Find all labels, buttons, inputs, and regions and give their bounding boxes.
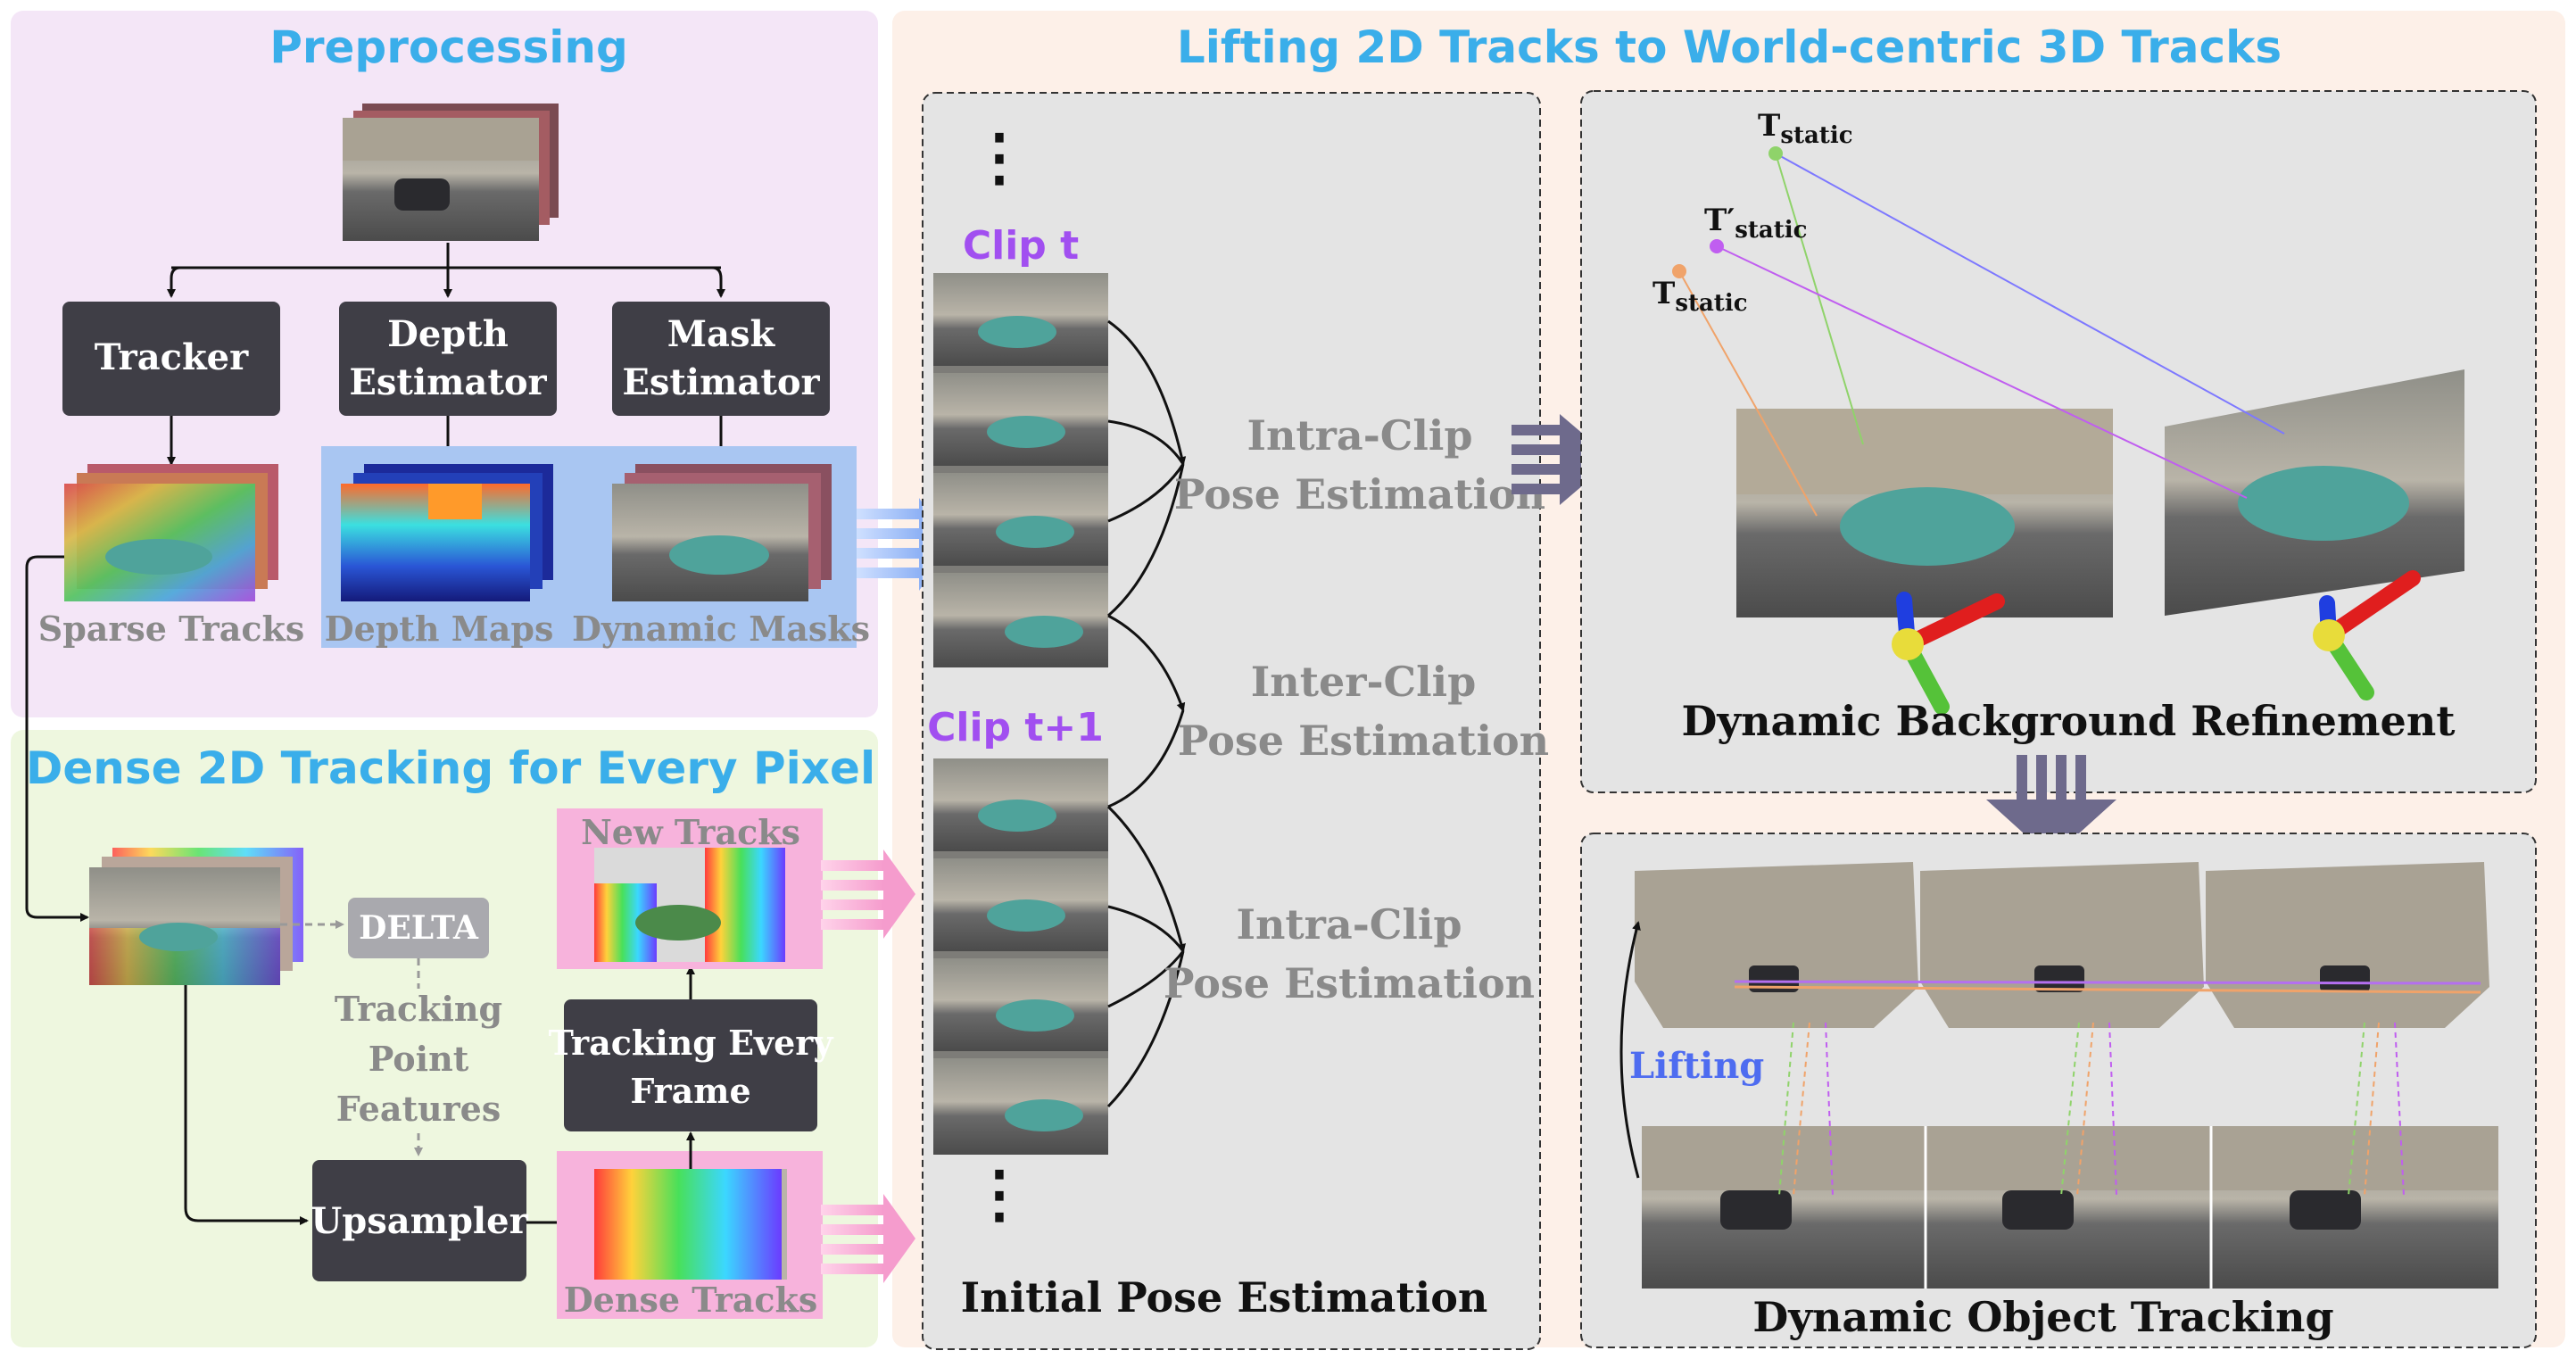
- sparse-tracks-caption: Sparse Tracks: [38, 609, 304, 649]
- t-static-init-point: [1672, 264, 1686, 278]
- features-label-3: Features: [336, 1089, 501, 1129]
- tracking-frames: [1642, 1126, 2498, 1289]
- dense-tracks-image: [557, 1151, 823, 1319]
- inter-clip-label-1: Inter-Clip: [1251, 658, 1477, 706]
- new-tracks-arrow: [821, 849, 915, 939]
- tracking-caption: Dynamic Object Tracking: [1752, 1293, 2333, 1341]
- lifting-arrow: [1619, 921, 1641, 1179]
- bottom-ellipsis: ⋮: [968, 1156, 1031, 1231]
- refinement-caption: Dynamic Background Refinement: [1681, 697, 2456, 745]
- projection-lines: [1678, 153, 2285, 517]
- new-tracks-caption: New Tracks: [581, 812, 800, 852]
- depth-estimator-label-2: Estimator: [349, 361, 547, 403]
- t-prime-label: T′static: [1704, 203, 1807, 244]
- refinement-to-tracking-arrow: [1986, 755, 2116, 858]
- depth-estimator-box: Depth Estimator: [339, 302, 557, 416]
- lifting-title: Lifting 2D Tracks to World-centric 3D Tr…: [1177, 21, 2282, 73]
- t-static-point: [1768, 146, 1783, 161]
- intra-clip-2-label-2: Pose Estimation: [1164, 959, 1535, 1007]
- intra-clip-1-label-1: Intra-Clip: [1247, 411, 1472, 460]
- lifting-label: Lifting: [1629, 1045, 1764, 1087]
- input-frames: [343, 104, 559, 241]
- tracking-every-frame-label-1: Tracking Every: [549, 1023, 834, 1063]
- point-clouds: [1635, 862, 2489, 1028]
- tracking-every-frame-box: Tracking Every Frame: [549, 999, 834, 1131]
- t-prime-point: [1710, 239, 1724, 253]
- tracker-box: Tracker: [62, 302, 280, 416]
- features-label-2: Point: [369, 1039, 469, 1079]
- dense-tracks-caption: Dense Tracks: [564, 1280, 818, 1320]
- dynamic-masks-image: [612, 464, 832, 601]
- preprocessing-title: Preprocessing: [269, 21, 628, 73]
- t-static-init-label: Tstatic: [1652, 276, 1748, 317]
- refinement-photo-left: [1736, 409, 2113, 617]
- refinement-photo-right: [2165, 369, 2464, 616]
- upsampler-label: Upsampler: [311, 1200, 528, 1242]
- delta-box: DELTA: [348, 898, 489, 958]
- clip-t1-frames: [933, 758, 1108, 1155]
- delta-label: DELTA: [359, 909, 479, 947]
- clip-t1-label: Clip t+1: [927, 705, 1104, 750]
- top-ellipsis: ⋮: [968, 120, 1031, 194]
- tracker-label: Tracker: [95, 336, 249, 378]
- object-track-line-2: [1734, 980, 2481, 985]
- pose-connectors: [1106, 319, 1187, 1108]
- dense-tracking-title: Dense 2D Tracking for Every Pixel: [26, 742, 875, 794]
- depth-estimator-label-1: Depth: [387, 313, 509, 355]
- mask-estimator-label-1: Mask: [667, 313, 776, 355]
- tracking-every-frame-label-2: Frame: [630, 1071, 750, 1111]
- dense-tracks-arrow: [821, 1194, 915, 1283]
- clip-t-label: Clip t: [963, 223, 1079, 269]
- dynamic-masks-caption: Dynamic Masks: [572, 609, 870, 649]
- upsampler-box: Upsampler: [311, 1160, 529, 1281]
- intra-clip-2-label-1: Intra-Clip: [1236, 900, 1462, 949]
- camera-pose-left: [1892, 592, 2005, 715]
- initial-pose-caption: Initial Pose Estimation: [961, 1273, 1488, 1322]
- intra-clip-1-label-2: Pose Estimation: [1174, 470, 1545, 518]
- sparse-tracks-image: [64, 464, 278, 601]
- inter-clip-label-2: Pose Estimation: [1178, 717, 1549, 765]
- new-tracks-image: [557, 808, 823, 969]
- dense-input-frames: [89, 848, 303, 985]
- clip-t-frames: [933, 273, 1108, 667]
- depth-maps-image: [341, 464, 553, 601]
- mask-estimator-label-2: Estimator: [622, 361, 820, 403]
- t-static-label: Tstatic: [1758, 108, 1853, 149]
- depth-maps-caption: Depth Maps: [325, 609, 554, 649]
- camera-pose-right: [2313, 570, 2421, 700]
- object-track-line: [1734, 985, 2481, 994]
- features-label-1: Tracking: [335, 989, 502, 1029]
- mask-estimator-box: Mask Estimator: [612, 302, 830, 416]
